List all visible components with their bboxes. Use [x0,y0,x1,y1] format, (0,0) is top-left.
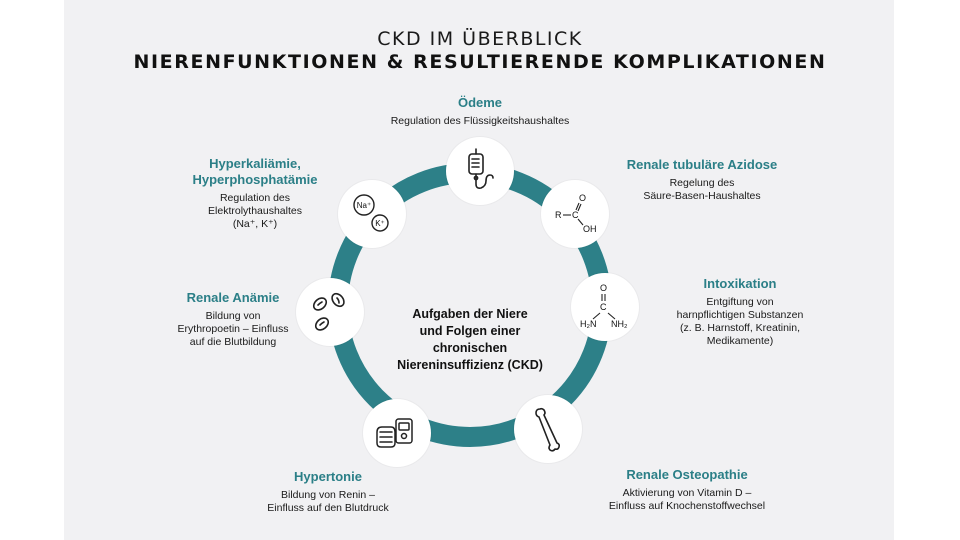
label-description: Regulation des Elektrolythaushaltes (Na⁺… [208,192,302,230]
node-intoxikation: O C H₂N NH₂ [571,273,639,341]
infographic-subtitle: CKD IM ÜBERBLICK [377,28,583,50]
red-blood-cells-icon [312,292,345,331]
label-anaemie: Renale Anämie Bildung von Erythropoetin … [150,290,316,349]
label-heading: Renale tubuläre Azidose [626,157,778,172]
urea-molecule-icon: O C H₂N NH₂ [580,283,628,329]
svg-text:H₂N: H₂N [580,319,597,329]
label-intoxikation: Intoxikation Entgiftung von harnpflichti… [642,276,838,348]
svg-text:C: C [600,302,607,312]
label-elektrolyte: Hyperkaliämie, Hyperphosphatämie Regulat… [165,156,345,231]
label-hypertonie: Hypertonie Bildung von Renin – Einfluss … [228,469,428,515]
label-description: Regelung des Säure-Basen-Haushaltes [643,177,761,202]
center-caption: Aufgaben der Niere und Folgen einer chro… [397,307,543,372]
svg-text:OH: OH [583,224,597,234]
svg-text:NH₂: NH₂ [611,319,628,329]
svg-text:K⁺: K⁺ [375,219,385,228]
label-description: Entgiftung von harnpflichtigen Substanze… [676,296,804,347]
label-osteopathie: Renale Osteopathie Aktivierung von Vitam… [572,467,802,513]
node-oedeme [446,137,514,205]
svg-text:Na⁺: Na⁺ [357,201,371,210]
electrolytes-icon: Na⁺ K⁺ [353,194,389,232]
iv-bag-icon [468,148,494,189]
label-description: Aktivierung von Vitamin D – Einfluss auf… [608,487,766,512]
label-heading: Ödeme [457,95,503,110]
blood-pressure-monitor-icon [376,418,413,448]
node-hypertonie [363,399,431,467]
carboxylic-acid-icon: R C O OH [555,193,597,234]
bone-icon [535,407,561,452]
label-heading: Hypertonie [294,469,362,484]
label-description: Bildung von Erythropoetin – Einfluss auf… [177,310,289,348]
label-description: Bildung von Renin – Einfluss auf den Blu… [267,489,389,514]
label-heading: Renale Anämie [186,290,280,305]
node-osteopathie [514,395,582,463]
node-elektrolyte: Na⁺ K⁺ [338,180,406,248]
label-oedeme: Ödeme Regulation des Flüssigkeitshaushal… [330,95,630,128]
svg-text:R: R [555,210,562,220]
node-azidose: R C O OH [541,180,609,248]
svg-text:C: C [572,210,579,220]
infographic-title: NIERENFUNKTIONEN & RESULTIERENDE KOMPLIK… [133,51,827,73]
label-heading: Renale Osteopathie [626,467,748,482]
label-heading: Hyperkaliämie, Hyperphosphatämie [192,156,318,187]
svg-text:O: O [600,283,607,293]
label-description: Regulation des Flüssigkeitshaushaltes [390,115,570,127]
svg-text:O: O [579,193,586,203]
label-azidose: Renale tubuläre Azidose Regelung des Säu… [592,157,812,203]
label-heading: Intoxikation [703,276,777,291]
node-anaemie [296,278,364,346]
